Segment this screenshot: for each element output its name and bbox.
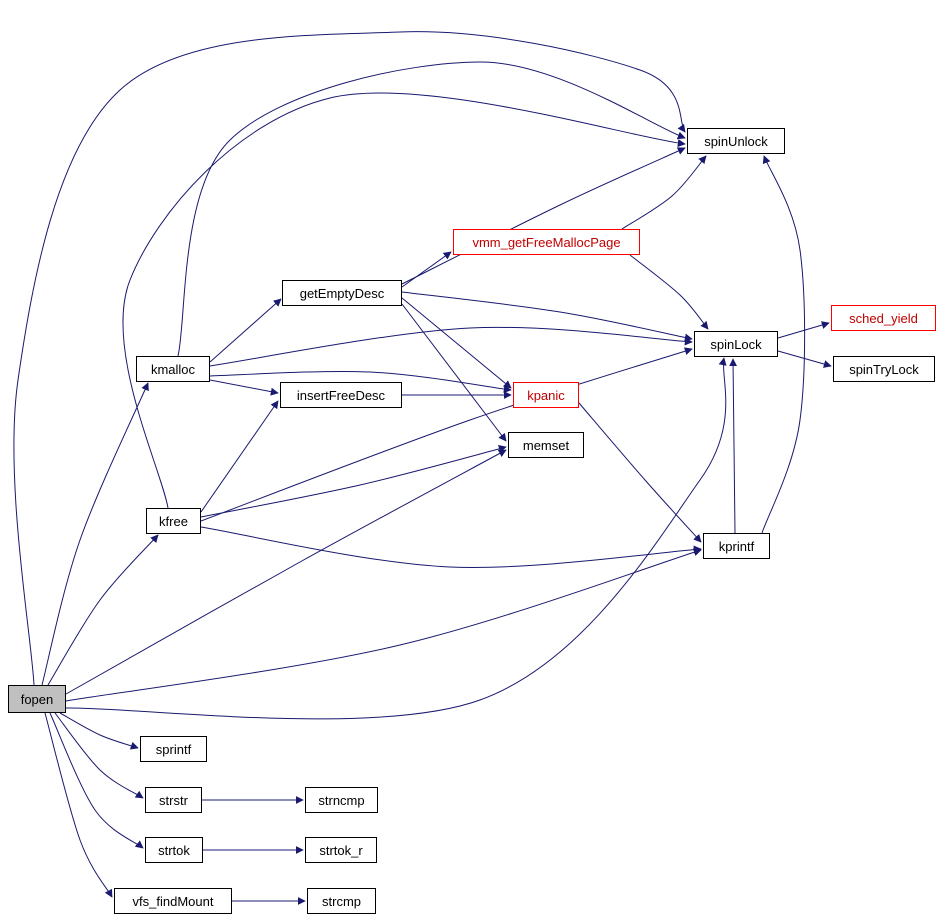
graph-node-kpanic[interactable]: kpanic (513, 382, 579, 408)
edge-getEmptyDesc-to-vmm_getFreeMallocPage (401, 251, 452, 288)
edge-kmalloc-to-kpanic (209, 370, 512, 394)
edge-vmm_getFreeMallocPage-to-spinLock (629, 254, 709, 330)
graph-node-fopen[interactable]: fopen (8, 685, 66, 713)
edge-kmalloc-to-spinLock (209, 326, 693, 367)
graph-node-insertFreeDesc[interactable]: insertFreeDesc (280, 382, 402, 408)
graph-node-strncmp[interactable]: strncmp (305, 787, 378, 813)
edge-kpanic-to-kprintf (578, 402, 702, 543)
edge-kprintf-to-spinLock (729, 358, 738, 534)
graph-node-strstr[interactable]: strstr (145, 787, 202, 813)
graph-node-spinLock[interactable]: spinLock (694, 331, 778, 357)
graph-node-vfs_findMount[interactable]: vfs_findMount (114, 888, 232, 914)
edge-kmalloc-to-getEmptyDesc (209, 298, 282, 363)
edge-fopen-to-strtok (49, 712, 144, 849)
edge-fopen-to-spinUnlock (13, 31, 686, 686)
graph-node-sprintf[interactable]: sprintf (140, 736, 207, 762)
edge-kfree-to-kprintf (200, 526, 702, 568)
edge-kfree-to-spinLock (200, 347, 693, 522)
edge-getEmptyDesc-to-spinUnlock (401, 147, 686, 285)
graph-node-spinTryLock[interactable]: spinTryLock (833, 356, 935, 382)
edge-fopen-to-kfree (47, 534, 159, 686)
edge-fopen-to-kmalloc (41, 382, 149, 686)
edge-fopen-to-kprintf (65, 548, 702, 702)
graph-node-kfree[interactable]: kfree (146, 508, 201, 534)
edge-fopen-to-vfs_findMount (44, 712, 113, 898)
graph-node-kmalloc[interactable]: kmalloc (136, 356, 210, 382)
edge-getEmptyDesc-to-memset (401, 303, 507, 442)
graph-node-strtok[interactable]: strtok (145, 837, 203, 863)
edge-kfree-to-spinUnlock (122, 92, 686, 509)
edge-kfree-to-insertFreeDesc (200, 400, 279, 513)
graph-node-memset[interactable]: memset (508, 432, 584, 458)
edge-fopen-to-sprintf (59, 712, 139, 750)
graph-node-getEmptyDesc[interactable]: getEmptyDesc (282, 280, 402, 306)
edge-fopen-to-strstr (54, 712, 144, 799)
graph-node-kprintf[interactable]: kprintf (703, 533, 770, 559)
edge-getEmptyDesc-to-kpanic (401, 297, 512, 389)
graph-node-spinUnlock[interactable]: spinUnlock (687, 128, 785, 154)
edge-getEmptyDesc-to-spinLock (401, 291, 693, 342)
edge-kprintf-to-spinUnlock (761, 155, 806, 534)
edge-fopen-to-spinLock (65, 357, 727, 720)
edge-fopen-to-memset (65, 449, 507, 695)
edge-spinLock-to-sched_yield (777, 321, 830, 339)
graph-node-strtok_r[interactable]: strtok_r (305, 837, 377, 863)
graph-node-sched_yield[interactable]: sched_yield (831, 305, 936, 331)
edge-layer (13, 31, 832, 905)
edge-vmm_getFreeMallocPage-to-spinUnlock (621, 155, 707, 230)
graph-node-strcmp[interactable]: strcmp (307, 888, 376, 914)
graph-node-vmm_getFreeMallocPage[interactable]: vmm_getFreeMallocPage (453, 229, 640, 255)
edge-kfree-to-memset (200, 444, 507, 518)
edge-kmalloc-to-spinUnlock (177, 61, 686, 357)
edge-kmalloc-to-insertFreeDesc (209, 379, 279, 396)
